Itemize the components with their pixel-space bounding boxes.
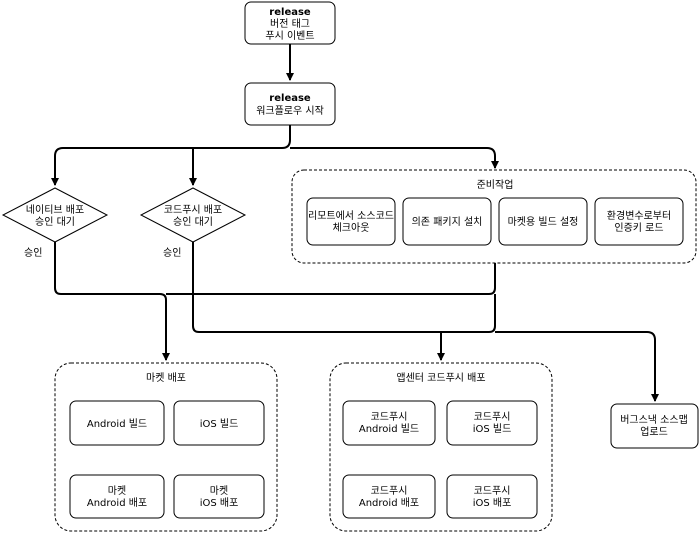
codepush-android-build-line1: 코드푸시 (371, 411, 408, 423)
workflow-start-line1: release (269, 93, 311, 104)
edge-workflow-to-native (51, 125, 291, 186)
prep-item-build-config: 마켓용 빌드 설정 (508, 216, 579, 228)
bugsnag-upload-line2: 업로드 (640, 425, 668, 438)
edge-prep-to-market (166, 263, 496, 295)
market-ios-build: iOS 빌드 (200, 418, 239, 430)
codepush-android-deploy-line2: Android 배포 (359, 497, 419, 509)
market-ios-deploy-line2: iOS 배포 (200, 497, 239, 509)
release-tag-line3: 푸시 이벤트 (265, 30, 314, 42)
native-approval-diamond: 네이티브 배포 승인 대기 (1, 187, 109, 243)
prep-group: 준비작업 리모트에서 소스코드 체크아웃 의존 패키지 설치 마켓용 빌드 설정… (291, 169, 697, 264)
prep-item-checkout-line2: 체크아웃 (333, 222, 370, 234)
prep-item-deps: 의존 패키지 설치 (412, 216, 483, 228)
market-group: 마켓 배포 Android 빌드 iOS 빌드 마켓 Android 배포 마켓… (54, 362, 278, 532)
release-tag-node: release 버전 태그 푸시 이벤트 (244, 1, 336, 45)
codepush-ios-deploy-line2: iOS 배포 (473, 497, 512, 509)
approve-label-mid: 승인 (163, 247, 181, 259)
native-approval-line1: 네이티브 배포 (26, 204, 84, 216)
codepush-group: 앱센터 코드푸시 배포 코드푸시 Android 빌드 코드푸시 iOS 빌드 … (329, 362, 553, 532)
market-android-build: Android 빌드 (87, 418, 147, 430)
codepush-approval-diamond: 코드푸시 배포 승인 대기 (139, 187, 247, 243)
codepush-android-deploy-line1: 코드푸시 (371, 485, 408, 497)
codepush-ios-build-line1: 코드푸시 (474, 411, 511, 423)
bugsnag-upload-node: 버그스낵 소스맵 업로드 (610, 403, 699, 449)
edge-prep-to-codepush (441, 294, 496, 333)
codepush-approval-line1: 코드푸시 배포 (164, 204, 222, 216)
edge-prep-to-bugsnag (495, 331, 659, 402)
bugsnag-upload-line1: 버그스낵 소스맵 (620, 414, 688, 426)
edge-workflow-to-prep (290, 147, 499, 169)
market-group-title: 마켓 배포 (146, 372, 186, 384)
market-ios-deploy-line1: 마켓 (210, 485, 228, 497)
release-tag-line2: 버전 태그 (270, 18, 310, 30)
codepush-group-title: 앱센터 코드푸시 배포 (396, 372, 485, 384)
codepush-approval-line2: 승인 대기 (173, 216, 213, 228)
codepush-ios-deploy-line1: 코드푸시 (474, 485, 511, 497)
workflow-start-node: release 워크플로우 시작 (244, 82, 336, 126)
prep-group-title: 준비작업 (477, 178, 514, 191)
approve-label-left: 승인 (24, 247, 42, 259)
edge-codepush-approval-to-group (192, 242, 445, 361)
prep-item-env-line2: 인증키 로드 (614, 222, 663, 234)
edge-native-to-market (54, 242, 170, 361)
native-approval-line2: 승인 대기 (35, 216, 75, 228)
market-android-deploy-line1: 마켓 (108, 485, 126, 497)
codepush-ios-build-line2: iOS 빌드 (473, 423, 512, 435)
prep-item-checkout-line1: 리모트에서 소스코드 (308, 210, 394, 222)
market-android-deploy-line2: Android 배포 (87, 497, 147, 509)
prep-item-env-line1: 환경변수로부터 (607, 209, 671, 222)
workflow-start-line2: 워크플로우 시작 (256, 104, 324, 117)
release-tag-line1: release (269, 7, 311, 18)
codepush-android-build-line2: Android 빌드 (359, 423, 419, 435)
